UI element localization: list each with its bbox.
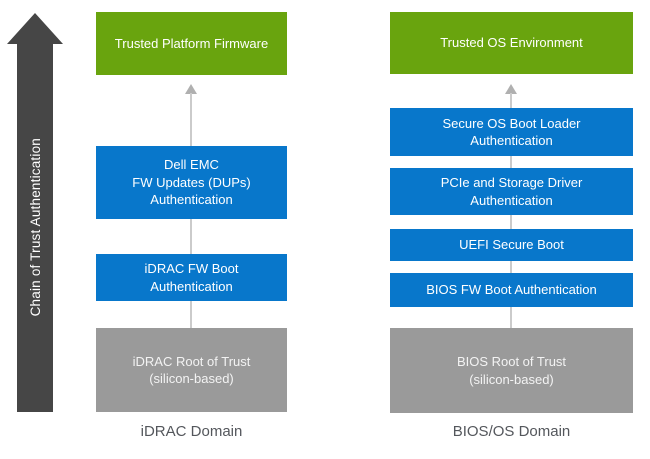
connector-line: [510, 307, 512, 328]
bios-os-domain-label: BIOS/OS Domain: [452, 423, 571, 440]
up-arrowhead-icon: [505, 84, 517, 94]
chain-arrow-shaft: Chain of Trust Authentication: [17, 43, 53, 412]
box-idrac-root-of-trust: iDRAC Root of Trust (silicon-based): [96, 328, 287, 412]
chain-arrow-up-icon: [7, 13, 63, 44]
connector-line: [190, 93, 192, 146]
connector-line: [510, 215, 512, 229]
connector-line: [190, 301, 192, 328]
box-pcie-storage-driver-authentication: PCIe and Storage Driver Authentication: [390, 168, 633, 215]
chain-arrow-label: Chain of Trust Authentication: [27, 138, 43, 317]
box-bios-root-of-trust: BIOS Root of Trust (silicon-based): [390, 328, 633, 413]
box-trusted-os-environment: Trusted OS Environment: [390, 12, 633, 74]
box-idrac-fw-boot-authentication: iDRAC FW Boot Authentication: [96, 254, 287, 301]
connector-line: [190, 219, 192, 254]
box-trusted-platform-firmware: Trusted Platform Firmware: [96, 12, 287, 75]
box-dell-emc-fw-updates-authentication: Dell EMC FW Updates (DUPs) Authenticatio…: [96, 146, 287, 219]
box-uefi-secure-boot: UEFI Secure Boot: [390, 229, 633, 261]
box-bios-fw-boot-authentication: BIOS FW Boot Authentication: [390, 273, 633, 307]
connector-line: [510, 93, 512, 108]
connector-line: [510, 156, 512, 168]
idrac-domain-label: iDRAC Domain: [140, 423, 243, 440]
box-secure-os-boot-loader-authentication: Secure OS Boot Loader Authentication: [390, 108, 633, 156]
connector-line: [510, 261, 512, 273]
up-arrowhead-icon: [185, 84, 197, 94]
